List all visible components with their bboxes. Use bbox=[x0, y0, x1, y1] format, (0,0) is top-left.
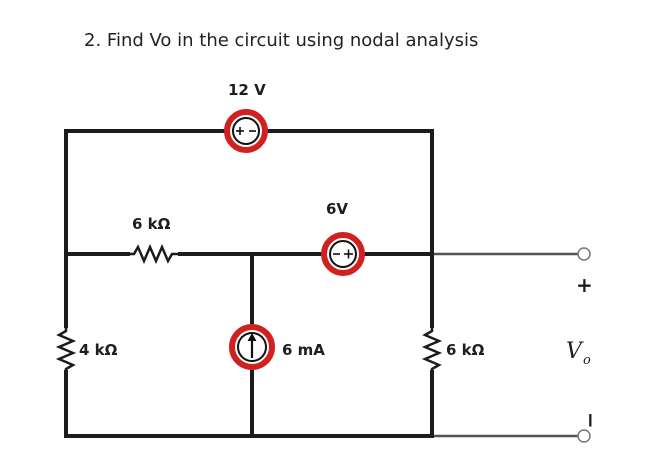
output-vo-subscript: o bbox=[583, 353, 591, 368]
resistor-4k-vertical bbox=[55, 326, 77, 372]
resistor-6k-vertical bbox=[421, 326, 443, 372]
output-terminal-minus bbox=[577, 429, 591, 443]
circuit-wires bbox=[64, 129, 434, 438]
output-plus-sign: + bbox=[576, 273, 593, 297]
label-12v: 12 V bbox=[228, 81, 266, 99]
current-source-6ma bbox=[229, 324, 275, 370]
output-terminal-plus bbox=[577, 247, 591, 261]
output-minus-sign: − bbox=[579, 412, 603, 429]
question-text: 2. Find Vo in the circuit using nodal an… bbox=[84, 30, 479, 51]
output-leads bbox=[434, 247, 591, 443]
output-vo-label: V bbox=[566, 339, 584, 364]
label-6v: 6V bbox=[326, 200, 348, 218]
resistor-6k-horizontal bbox=[128, 243, 180, 265]
voltage-source-6v bbox=[321, 232, 365, 276]
label-6k-right: 6 kΩ bbox=[446, 341, 485, 359]
label-4k: 4 kΩ bbox=[79, 341, 118, 359]
label-6k-top: 6 kΩ bbox=[132, 215, 171, 233]
voltage-source-12v bbox=[224, 109, 268, 153]
current-arrow-up-icon bbox=[247, 333, 257, 341]
label-6ma: 6 mA bbox=[282, 341, 325, 359]
